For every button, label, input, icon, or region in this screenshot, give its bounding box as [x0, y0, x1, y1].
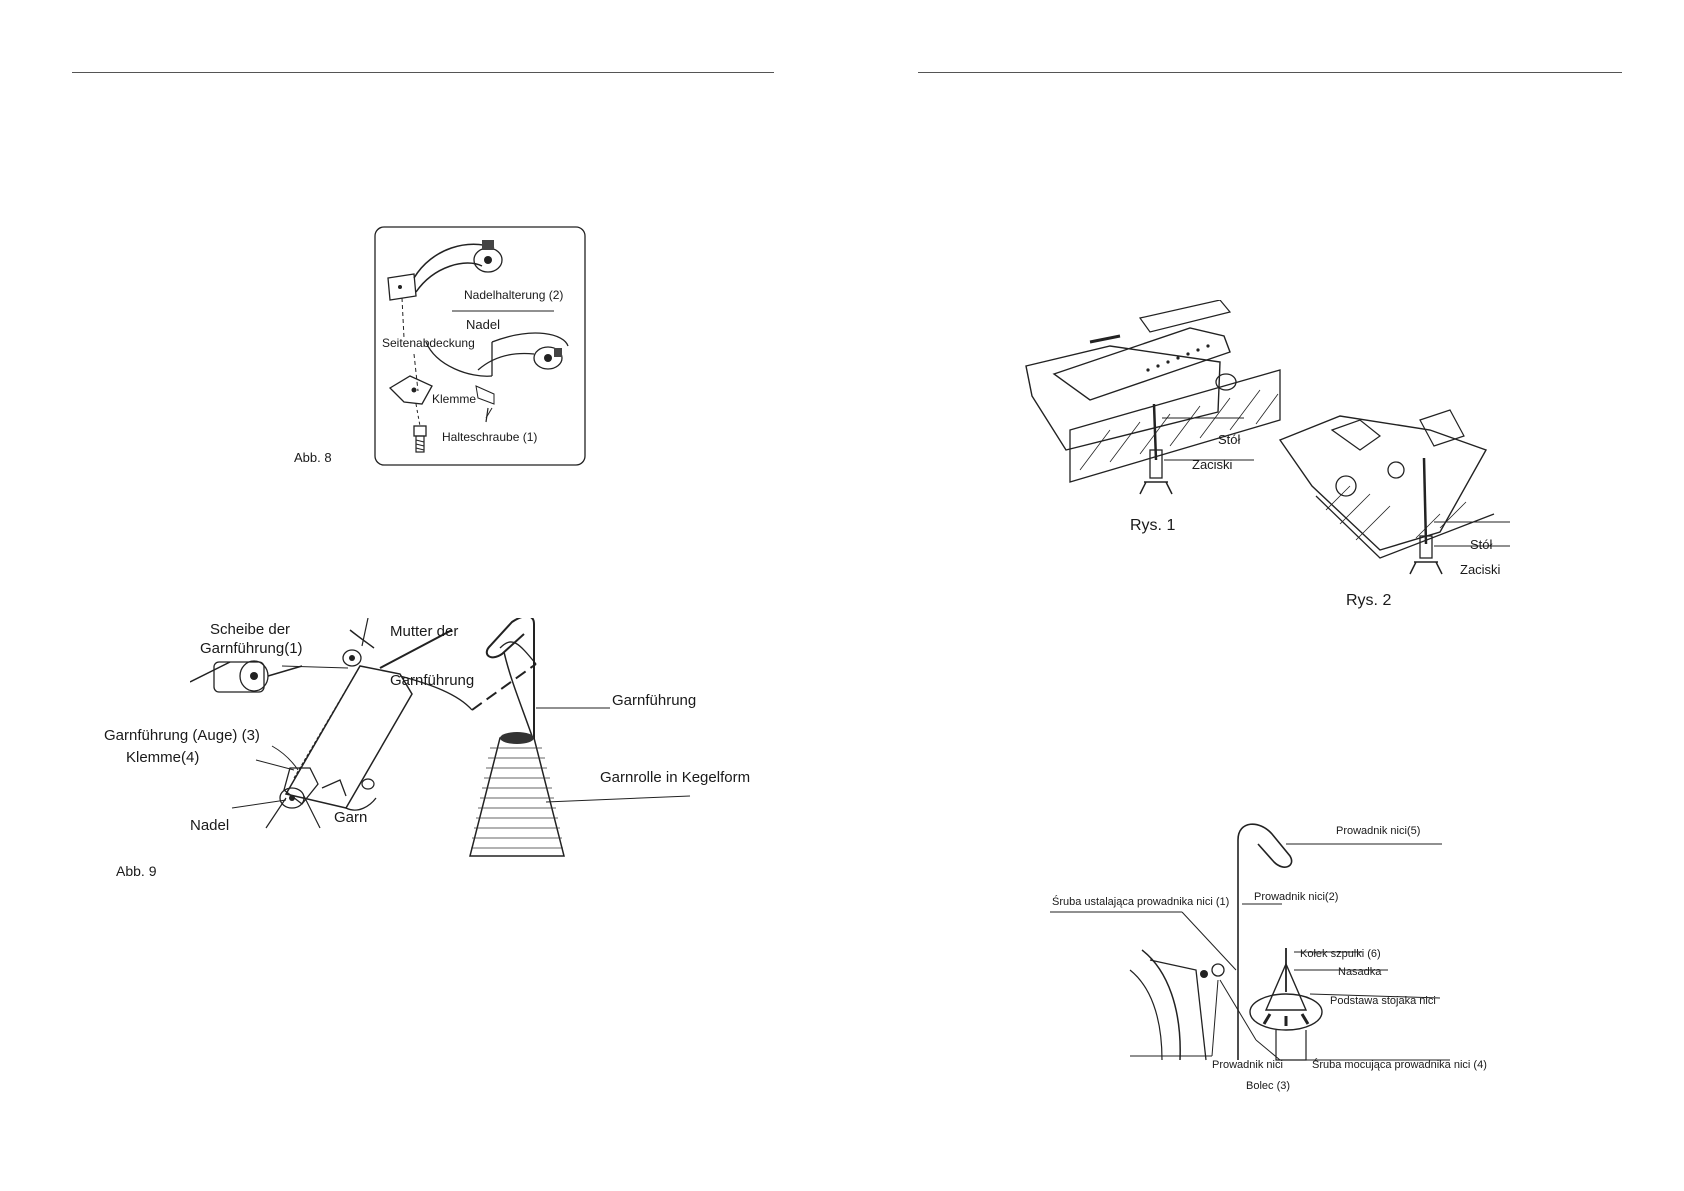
rys-figure-illustration [1020, 300, 1510, 612]
stand-spool-pin6-label: Kołek szpulki (6) [1300, 948, 1381, 960]
fig9-guide-disc-label-line2: Garnführung(1) [200, 640, 303, 657]
stand-base-label: Podstawa stojaka nici [1330, 995, 1436, 1007]
stand-guide5-label: Prowadnik nici(5) [1336, 825, 1421, 837]
fig9-thread-guide-label: Garnführung [612, 692, 697, 709]
fig9-guide-nut-label-line2: Garnführung [390, 672, 475, 689]
fig8-side-cover-label: Seitenabdeckung [382, 336, 475, 350]
stand-cap-label: Nasadka [1338, 966, 1382, 978]
stand-fixing-screw4-label: Śruba mocująca prowadnika nici (4) [1312, 1059, 1487, 1071]
left-page-header-rule [72, 72, 774, 73]
rys2-table-label: Stół [1470, 537, 1493, 552]
rys1-clamps-label: Zaciski [1192, 457, 1233, 472]
right-page-header-rule [918, 72, 1622, 73]
fig9-guide-eye-label: Garnführung (Auge) (3) [104, 727, 260, 744]
fig9-needle-label: Nadel [190, 817, 230, 834]
thread-stand-illustration [1050, 820, 1450, 1082]
fig8-needle-holder-label: Nadelhalterung (2) [464, 288, 564, 302]
stand-pin3-label: Bolec (3) [1246, 1080, 1291, 1092]
fig9-yarn-label: Garn [334, 809, 368, 826]
fig9-clamp-label: Klemme(4) [126, 749, 200, 766]
fig8-caption: Abb. 8 [294, 450, 332, 465]
fig9-cone-label: Garnrolle in Kegelform [600, 769, 751, 786]
fig9-caption: Abb. 9 [116, 863, 157, 879]
rys1-caption: Rys. 1 [1130, 517, 1176, 534]
rys2-caption: Rys. 2 [1346, 592, 1392, 609]
stand-thread-guide-label: Prowadnik nici [1212, 1059, 1283, 1071]
fig9-guide-disc-label-line1: Scheibe der [210, 621, 291, 638]
fig8-holding-screw-label: Halteschraube (1) [442, 430, 538, 444]
rys2-clamps-label: Zaciski [1460, 562, 1501, 577]
stand-set-screw1-label: Śruba ustalająca prowadnika nici (1) [1052, 896, 1230, 908]
figure-8-illustration [374, 226, 586, 466]
fig8-needle-label: Nadel [466, 317, 500, 332]
rys1-table-label: Stół [1218, 432, 1241, 447]
fig8-clamp-label: Klemme [432, 392, 477, 406]
stand-guide2-label: Prowadnik nici(2) [1254, 891, 1339, 903]
fig9-guide-nut-label-line1: Mutter der [390, 623, 459, 640]
figure-9-illustration [190, 618, 770, 858]
